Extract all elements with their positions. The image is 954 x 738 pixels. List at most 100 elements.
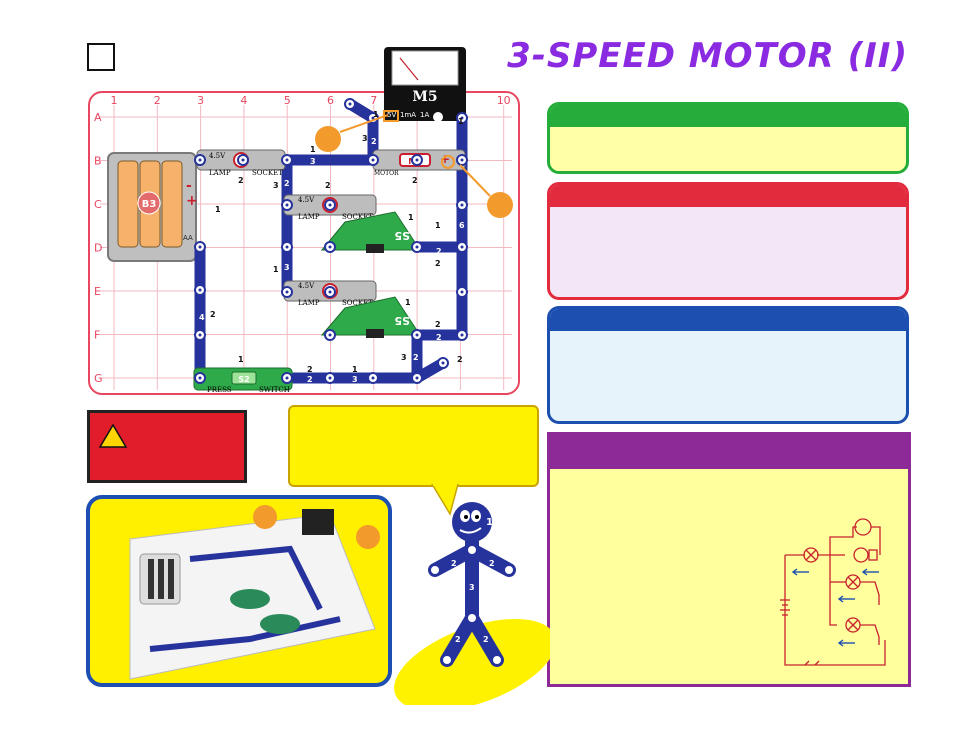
battery-holder-b3: B3 - + AA bbox=[107, 152, 198, 262]
svg-text:2: 2 bbox=[436, 247, 442, 256]
snap-dot bbox=[415, 333, 419, 337]
row-label: D bbox=[94, 242, 102, 255]
svg-text:3: 3 bbox=[352, 375, 358, 384]
info-box-purple bbox=[547, 432, 911, 687]
snap-dot bbox=[285, 376, 289, 380]
snap-dot bbox=[328, 290, 332, 294]
yellow-ellipse-decoration bbox=[394, 618, 550, 705]
snap-contacts bbox=[194, 98, 468, 384]
warning-box bbox=[87, 410, 247, 483]
svg-text:2: 2 bbox=[455, 635, 461, 644]
svg-text:2: 2 bbox=[489, 559, 495, 568]
snap-dot bbox=[460, 290, 464, 294]
svg-text:2: 2 bbox=[284, 179, 290, 188]
column-label: 10 bbox=[497, 94, 511, 107]
column-label: 3 bbox=[197, 94, 204, 107]
snap-dot bbox=[285, 158, 289, 162]
svg-text:+: + bbox=[186, 193, 198, 209]
snap-dot bbox=[285, 290, 289, 294]
svg-text:PRESS: PRESS bbox=[207, 386, 232, 394]
snap-dot bbox=[328, 376, 332, 380]
svg-text:1: 1 bbox=[238, 355, 244, 364]
svg-text:2: 2 bbox=[210, 310, 216, 319]
snap-dot bbox=[415, 158, 419, 162]
column-label: 5 bbox=[284, 94, 291, 107]
snappy-mascot-icon: 1 2 2 3 2 2 bbox=[428, 502, 516, 667]
press-switch-s2: S2 PRESS SWITCH bbox=[193, 367, 293, 394]
svg-text:3: 3 bbox=[362, 134, 368, 143]
page-title: 3-SPEED MOTOR (II) bbox=[507, 36, 908, 76]
svg-text:1: 1 bbox=[273, 265, 279, 274]
snap-dot bbox=[415, 245, 419, 249]
svg-text:2: 2 bbox=[483, 635, 489, 644]
svg-text:SOCKET: SOCKET bbox=[342, 299, 373, 307]
snap-dot bbox=[460, 245, 464, 249]
svg-text:2: 2 bbox=[436, 333, 442, 342]
snap-dot bbox=[328, 245, 332, 249]
svg-text:2: 2 bbox=[371, 137, 377, 146]
row-label: G bbox=[94, 372, 103, 385]
svg-text:2: 2 bbox=[457, 355, 463, 364]
svg-text:S5: S5 bbox=[394, 314, 410, 327]
info-box-red bbox=[547, 182, 909, 300]
svg-text:1A: 1A bbox=[420, 111, 429, 119]
speech-bubble bbox=[288, 405, 539, 487]
column-label: 7 bbox=[370, 94, 377, 107]
snap-dot bbox=[198, 333, 202, 337]
info-box-green bbox=[547, 102, 909, 174]
svg-text:4.5V: 4.5V bbox=[298, 282, 315, 290]
speech-bubble-tail bbox=[431, 484, 459, 516]
svg-text:4.5V: 4.5V bbox=[298, 196, 315, 204]
snap-dot bbox=[285, 203, 289, 207]
svg-text:1: 1 bbox=[408, 213, 414, 222]
svg-text:SWITCH: SWITCH bbox=[259, 386, 290, 394]
svg-text:SOCKET: SOCKET bbox=[342, 213, 373, 221]
snap-dot bbox=[328, 203, 332, 207]
row-label: A bbox=[94, 111, 102, 124]
row-label: E bbox=[94, 285, 101, 298]
row-label: B bbox=[94, 155, 102, 168]
snap-dot bbox=[285, 245, 289, 249]
svg-text:3: 3 bbox=[273, 181, 279, 190]
row-label: F bbox=[94, 329, 100, 342]
snap-dot bbox=[241, 158, 245, 162]
snap-dot bbox=[198, 288, 202, 292]
svg-text:+: + bbox=[440, 152, 450, 166]
row-label: C bbox=[94, 198, 102, 211]
snap-dot bbox=[198, 376, 202, 380]
svg-text:3: 3 bbox=[401, 353, 407, 362]
svg-text:1: 1 bbox=[215, 205, 221, 214]
svg-text:1: 1 bbox=[373, 110, 379, 119]
svg-text:1: 1 bbox=[486, 517, 493, 528]
snap-dot bbox=[198, 158, 202, 162]
info-box-blue bbox=[547, 306, 909, 424]
svg-text:LAMP: LAMP bbox=[298, 213, 320, 221]
svg-text:1: 1 bbox=[352, 365, 358, 374]
snap-dot bbox=[371, 376, 375, 380]
snap-dot bbox=[460, 203, 464, 207]
svg-text:3: 3 bbox=[469, 583, 475, 592]
column-label: 6 bbox=[327, 94, 334, 107]
svg-text:2: 2 bbox=[451, 559, 457, 568]
snap-dot bbox=[371, 116, 375, 120]
photo-illustration bbox=[129, 505, 380, 680]
svg-text:2: 2 bbox=[435, 320, 441, 329]
svg-text:2: 2 bbox=[435, 259, 441, 268]
column-label: 2 bbox=[154, 94, 161, 107]
svg-text:-: - bbox=[186, 178, 192, 194]
column-label: 4 bbox=[240, 94, 247, 107]
svg-text:1mA: 1mA bbox=[400, 111, 416, 119]
svg-text:1: 1 bbox=[435, 221, 441, 230]
svg-text:1: 1 bbox=[405, 298, 411, 307]
svg-text:S2: S2 bbox=[238, 375, 249, 384]
motor-text: MOTOR bbox=[374, 170, 399, 177]
svg-text:2: 2 bbox=[325, 181, 331, 190]
svg-text:1: 1 bbox=[458, 117, 464, 126]
warning-triangle-icon bbox=[98, 423, 128, 448]
orange-markers bbox=[315, 114, 513, 218]
svg-text:2: 2 bbox=[307, 365, 313, 374]
project-checkbox[interactable] bbox=[87, 43, 115, 71]
lamp-socket-text: LAMP bbox=[209, 169, 231, 177]
snap-dot bbox=[198, 245, 202, 249]
